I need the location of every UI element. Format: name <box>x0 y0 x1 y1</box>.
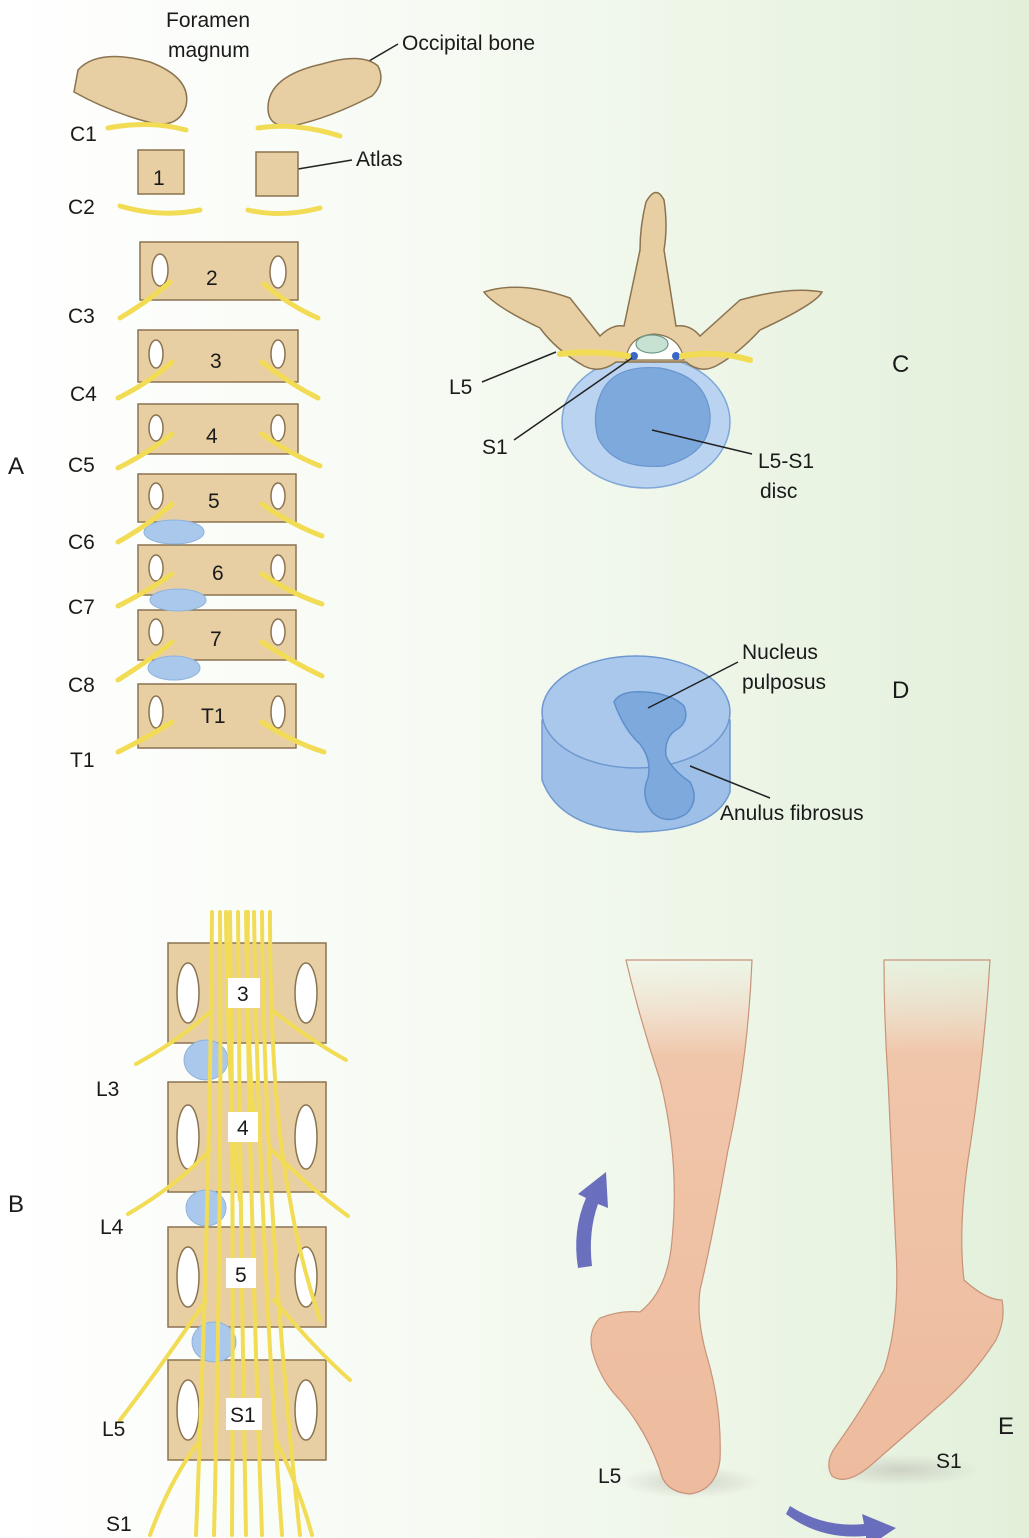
occipital-bone-label: Occipital bone <box>402 32 535 55</box>
nerve-label-c5: C5 <box>68 454 95 477</box>
l5-nerve-root-right <box>679 350 753 363</box>
vertebra-number-l4: 4 <box>237 1117 249 1140</box>
nerve-label-c1: C1 <box>70 123 97 146</box>
l5-s1-disc-leader <box>651 429 753 455</box>
panel-b: B <box>8 910 352 1537</box>
vertebra-number-l5: 5 <box>235 1264 247 1287</box>
nucleus-pulposus-label-line1: Nucleus <box>742 641 818 664</box>
vertebra-number-1: 1 <box>153 167 165 190</box>
panel-a: A Foramen magnum Occipital bone Atlas <box>8 9 535 772</box>
nerve-label-c4: C4 <box>70 383 97 406</box>
foramen-magnum-label-line1: Foramen <box>166 9 250 32</box>
l5-s1-disc-label-line1: L5-S1 <box>758 450 814 473</box>
left-leg <box>590 959 753 1495</box>
axial-s1-leader <box>513 357 633 441</box>
dorsiflexion-arrow-icon <box>576 1172 608 1268</box>
nucleus-pulposus-label-line2: pulposus <box>742 671 826 694</box>
l5-nerve-root-left <box>557 349 631 359</box>
vertebra-number-l3: 3 <box>237 983 249 1006</box>
plantarflexion-arrow-icon <box>786 1506 896 1538</box>
l5-s1-disc-nucleus <box>594 366 711 468</box>
vertebra-number-4: 4 <box>206 425 218 448</box>
nerve-label-t1: T1 <box>70 749 95 772</box>
vertebra-number-t1: T1 <box>201 705 226 728</box>
vertebra-number-5: 5 <box>208 490 220 513</box>
lumbar-number-plates <box>226 978 262 1430</box>
vertebral-arch <box>482 191 824 370</box>
foramen-magnum-label-line2: magnum <box>168 39 250 62</box>
cervical-vertebra-numbers: 1 2 3 4 5 6 7 T1 <box>153 167 226 728</box>
panel-c-letter: C <box>892 351 909 378</box>
vertebra-c7 <box>137 609 297 661</box>
s1-root-right <box>672 352 680 360</box>
vertebra-number-s1: S1 <box>230 1404 256 1427</box>
panel-d-letter: D <box>892 677 909 704</box>
cervical-discs <box>143 519 207 681</box>
vertebra-number-3: 3 <box>210 350 222 373</box>
left-foot-l5-label: L5 <box>598 1465 621 1488</box>
panel-e-letter: E <box>998 1413 1014 1440</box>
atlas-label: Atlas <box>356 148 403 171</box>
nerve-label-s1: S1 <box>106 1513 132 1536</box>
occipital-bone-left <box>73 55 188 125</box>
nerve-label-c8: C8 <box>68 674 95 697</box>
nerve-label-l3: L3 <box>96 1078 119 1101</box>
lumbar-vertebra-numbers: 3 4 5 S1 <box>230 983 256 1427</box>
dural-sac <box>635 334 669 354</box>
nerve-label-c3: C3 <box>68 305 95 328</box>
nerve-label-c7: C7 <box>68 596 95 619</box>
vertebra-c5 <box>137 473 297 523</box>
anulus-leader <box>689 765 771 799</box>
vertebra-c6 <box>137 544 297 596</box>
nucleus-pulposus <box>613 690 695 821</box>
nerve-label-l4: L4 <box>100 1216 124 1239</box>
panel-d: D Nucleus pulposus Anulus fibrosus <box>541 641 909 833</box>
nerve-label-l5: L5 <box>102 1418 125 1441</box>
cervical-foramina <box>148 253 287 729</box>
right-foot-s1-label: S1 <box>936 1450 962 1473</box>
axial-l5-label: L5 <box>449 376 472 399</box>
atlas-right-block <box>255 151 299 197</box>
cervical-nerve-labels: C1 C2 C3 C4 C5 C6 C7 C8 T1 <box>68 123 97 772</box>
nucleus-leader <box>647 661 739 709</box>
l5-s1-disc-label-line2: disc <box>760 480 797 503</box>
panel-e: E L5 S1 <box>576 959 1014 1538</box>
atlas-left-block <box>137 149 185 195</box>
vertebra-t1 <box>137 683 297 749</box>
vertebra-number-7: 7 <box>210 628 222 651</box>
cervical-nerve-roots <box>105 121 343 755</box>
vertebra-number-2: 2 <box>206 267 218 290</box>
axial-s1-label: S1 <box>482 436 508 459</box>
right-leg <box>828 959 1004 1480</box>
vertebra-number-6: 6 <box>212 562 224 585</box>
nerve-label-c6: C6 <box>68 531 95 554</box>
panel-a-letter: A <box>8 453 24 480</box>
anulus-fibrosus-label: Anulus fibrosus <box>720 802 864 825</box>
lumbar-nerve-labels: L3 L4 L5 S1 <box>96 1078 132 1536</box>
panel-b-letter: B <box>8 1191 24 1218</box>
nerve-label-c2: C2 <box>68 196 95 219</box>
axial-l5-leader <box>481 351 557 383</box>
panel-c: C L5 S1 L5-S1 disc <box>449 191 909 503</box>
